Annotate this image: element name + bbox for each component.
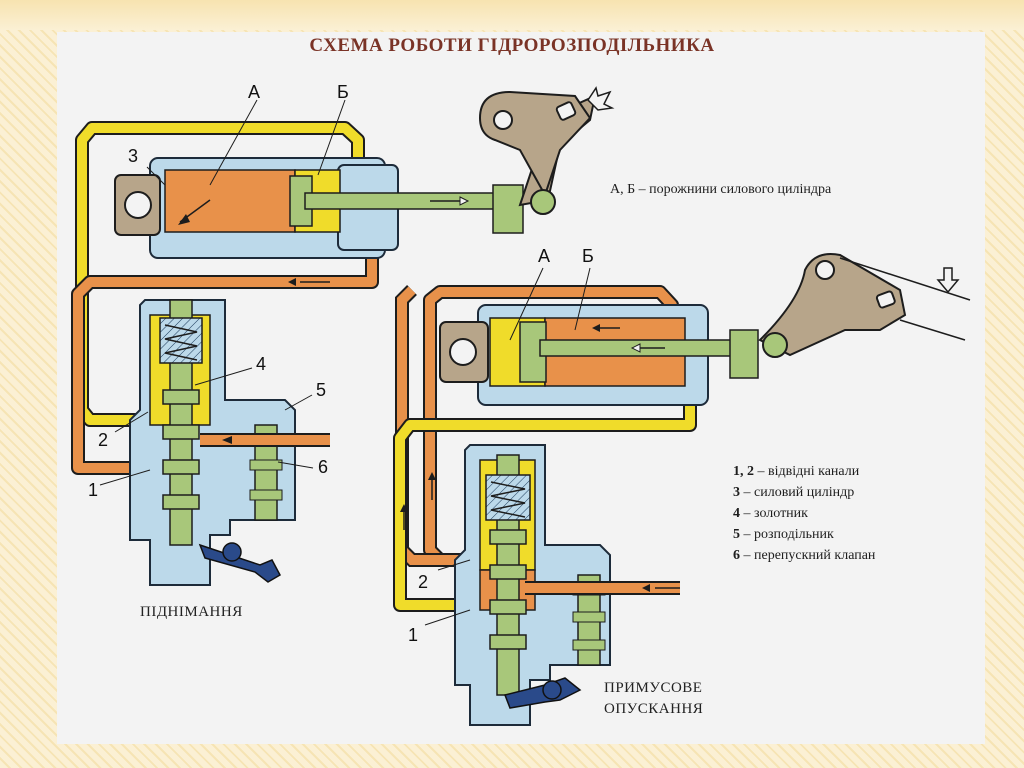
top-handle (198, 543, 282, 583)
legend-num: 5 (733, 527, 740, 542)
legend-desc: – золотник (743, 506, 808, 521)
legend-num: 6 (733, 548, 740, 563)
top-label-3: 3 (128, 146, 139, 166)
top-label-2: 2 (98, 430, 109, 450)
top-label-1: 1 (88, 480, 99, 500)
cavity-note: А, Б – порожнини силового циліндра (610, 182, 832, 197)
legend-desc: – силовий циліндр (743, 485, 855, 500)
legend-row: 1, 2 – відвідні канали (733, 464, 875, 485)
bottom-label-1: 1 (408, 625, 419, 645)
slide-top-band (0, 0, 1024, 30)
caption-lifting: ПІДНІМАННЯ (140, 604, 243, 620)
legend-num: 1, 2 (733, 464, 754, 479)
top-piston-rod (304, 192, 521, 210)
legend: 1, 2 – відвідні канали 3 – силовий цилін… (733, 464, 875, 569)
top-assembly (71, 86, 615, 586)
legend-desc: – розподільник (743, 527, 834, 542)
bottom-label-2: 2 (418, 572, 429, 592)
bottom-label-a: А (538, 246, 551, 266)
legend-desc: – перепускний клапан (743, 548, 876, 563)
top-label-a: А (248, 82, 261, 102)
legend-desc: – відвідні канали (757, 464, 860, 479)
bottom-lever (758, 253, 907, 357)
legend-row: 3 – силовий циліндр (733, 485, 875, 506)
legend-row: 6 – перепускний клапан (733, 548, 875, 569)
top-label-b: Б (337, 82, 349, 102)
bottom-label-b: Б (582, 246, 594, 266)
legend-row: 5 – розподільник (733, 527, 875, 548)
top-label-6: 6 (318, 457, 329, 477)
top-lever-arrow-icon (587, 86, 615, 111)
diagram-title: СХЕМА РОБОТИ ГІДРОРОЗПОДІЛЬНИКА (309, 35, 715, 56)
caption-forced-line1: ПРИМУСОВЕ (604, 680, 703, 696)
caption-forced-line2: ОПУСКАННЯ (604, 701, 704, 717)
top-label-5: 5 (316, 380, 327, 400)
legend-num: 4 (733, 506, 740, 521)
bottom-assembly (393, 253, 971, 726)
bottom-lever-arrow-icon (936, 267, 960, 294)
legend-num: 3 (733, 485, 740, 500)
top-label-4: 4 (256, 354, 267, 374)
legend-row: 4 – золотник (733, 506, 875, 527)
